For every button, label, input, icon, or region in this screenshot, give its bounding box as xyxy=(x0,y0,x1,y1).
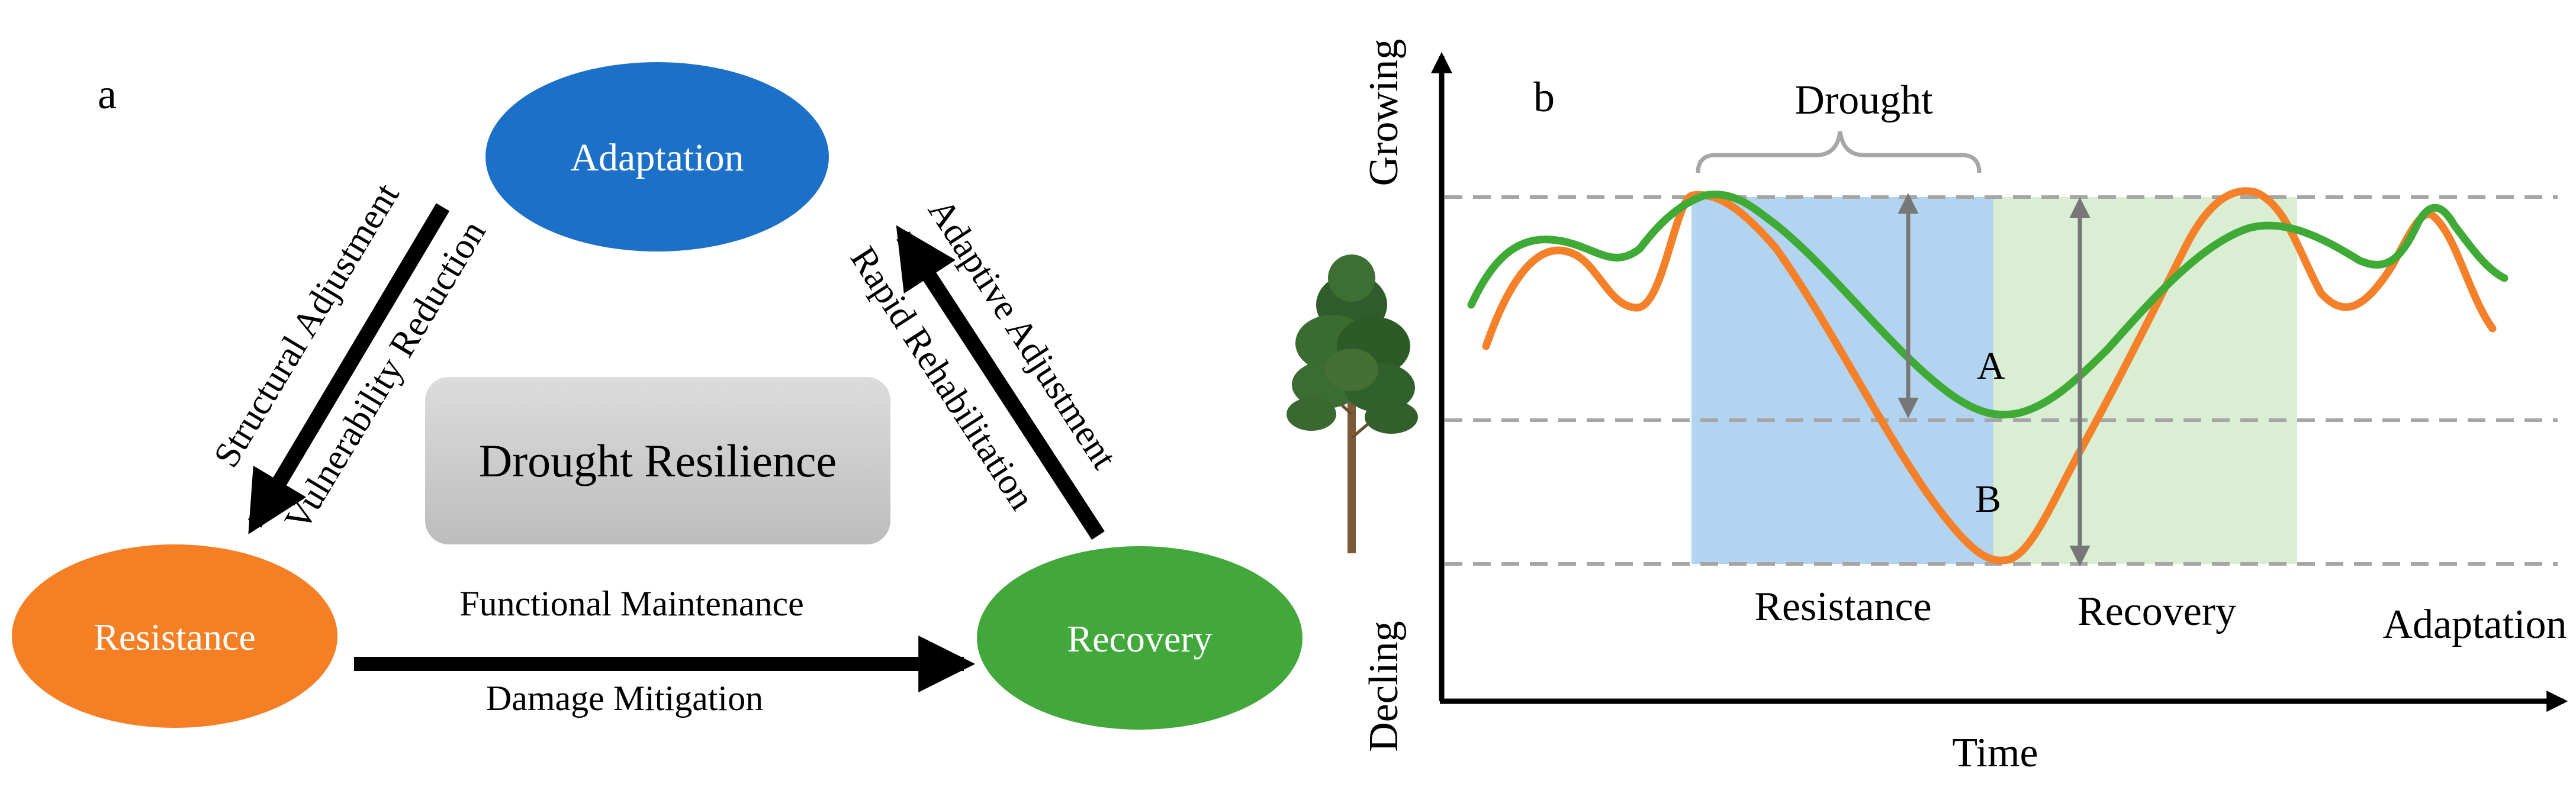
pine-tree-icon xyxy=(1287,254,1418,553)
panel-b: Drought b Growing Decling Time A B Resis… xyxy=(1287,39,2568,776)
drought-resilience-label: Drought Resilience xyxy=(479,435,837,486)
functional-maintenance-label: Functional Maintenance xyxy=(459,584,803,623)
drought-resilience-box xyxy=(425,377,890,544)
resistance-node xyxy=(12,544,337,728)
curve-a-label: A xyxy=(1977,344,2005,388)
adaptation-phase-label: Adaptation xyxy=(2382,602,2567,647)
recovery-phase-label: Recovery xyxy=(2077,589,2236,634)
resistance-phase-label: Resistance xyxy=(1754,584,1931,630)
adaptation-node xyxy=(485,62,829,251)
arrow-adaptation-to-resistance xyxy=(247,203,450,534)
resistance-zone xyxy=(1691,197,1993,564)
y-axis-top-label: Growing xyxy=(1361,39,1407,186)
panel-a: a Adaptation Resistance Recovery Drought… xyxy=(12,62,1303,730)
recovery-zone xyxy=(1993,197,2297,564)
panel-b-label: b xyxy=(1533,73,1555,121)
recovery-node xyxy=(977,546,1303,730)
curve-b xyxy=(1482,187,2497,565)
curve-b-label: B xyxy=(1975,478,2001,521)
drought-label: Drought xyxy=(1794,78,1933,123)
y-axis-bottom-label: Decling xyxy=(1361,621,1407,752)
arrow-recovery-to-adaptation xyxy=(896,225,1105,540)
damage-mitigation-label: Damage Mitigation xyxy=(486,679,763,718)
curve-a xyxy=(1467,191,2509,419)
x-axis-label: Time xyxy=(1952,730,2038,776)
adaptive-adjustment-label: Adaptive Adjustment xyxy=(920,192,1124,476)
adaptation-node-label: Adaptation xyxy=(570,136,744,179)
drought-bracket xyxy=(1696,131,1982,173)
panel-a-label: a xyxy=(98,70,117,118)
recovery-node-label: Recovery xyxy=(1067,618,1212,660)
resistance-node-label: Resistance xyxy=(94,616,256,658)
